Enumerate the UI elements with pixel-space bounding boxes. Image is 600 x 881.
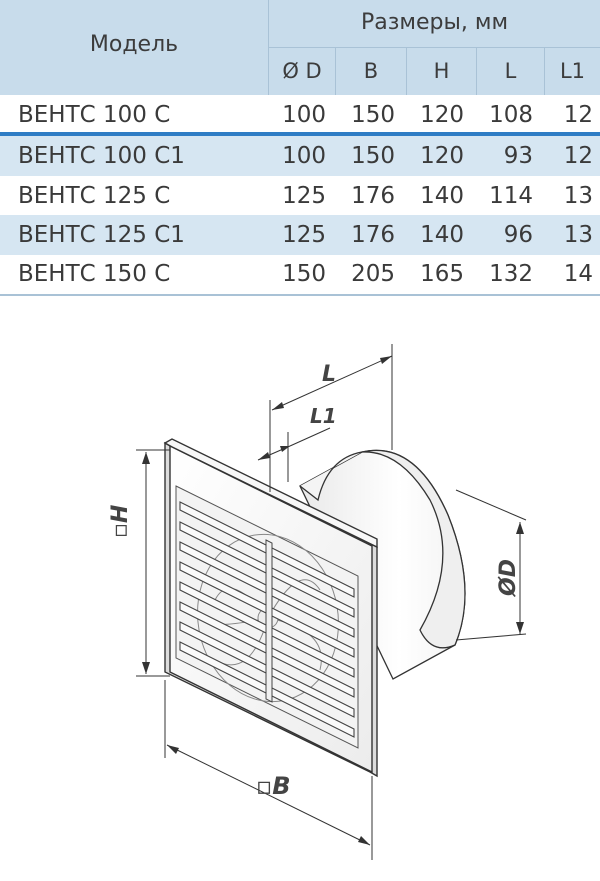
value-cell-h: 140 [420,183,464,209]
value-cell-l: 93 [503,143,533,169]
grille-rib [265,539,273,703]
value-cell-b: 176 [351,183,395,209]
value-cell-l1: 13 [563,183,593,209]
value-cell-b: 176 [351,222,395,248]
dimension-arrows [142,356,524,845]
column-header-d: Ø D [269,48,336,95]
table-row: ВЕНТС 125 С1 125 176 140 96 13 [0,215,600,255]
value-cell-h: 140 [420,222,464,248]
column-header-b: B [336,48,407,95]
column-header-l: L [477,48,545,95]
value-cell-l1: 12 [563,102,593,128]
model-cell: ВЕНТС 125 С1 [18,222,185,248]
spigot-end-ellipse [361,449,466,649]
value-cell-d: 150 [282,261,326,287]
model-column-header: Модель [0,0,269,95]
value-cell-d: 125 [282,183,326,209]
value-cell-b: 150 [351,143,395,169]
value-cell-d: 100 [282,143,326,169]
dimension-label-b: ▫B [256,772,291,800]
model-cell: ВЕНТС 100 С1 [18,143,185,169]
fan-dimension-drawing: L L1 ▫H ØD ▫B [0,300,600,877]
model-cell: ВЕНТС 150 С [18,261,171,287]
value-cell-d: 100 [282,102,326,128]
value-cell-l1: 12 [563,143,593,169]
value-cell-h: 165 [420,261,464,287]
accent-divider [0,132,600,136]
table-row: ВЕНТС 100 С1 100 150 120 93 12 [0,136,600,176]
value-cell-l1: 14 [563,261,593,287]
model-cell: ВЕНТС 100 С [18,102,171,128]
value-cell-l: 96 [503,222,533,248]
dimension-label-l: L [322,362,337,387]
value-cell-b: 150 [351,102,395,128]
value-cell-d: 125 [282,222,326,248]
value-cell-l: 132 [489,261,533,287]
dimensions-group-header: Размеры, мм [269,0,600,48]
value-cell-l1: 13 [563,222,593,248]
table-row: ВЕНТС 125 С 125 176 140 114 13 [0,176,600,216]
value-cell-b: 205 [351,261,395,287]
dimensions-header-label: Размеры, мм [360,10,509,35]
table-row: ВЕНТС 100 С 100 150 120 108 12 [0,95,600,135]
fan-illustration [136,344,527,860]
value-cell-h: 120 [420,102,464,128]
column-header-l1: L1 [545,48,600,95]
model-header-label: Модель [89,32,179,57]
table-row: ВЕНТС 150 С 150 205 165 132 14 [0,254,600,294]
dimension-label-l1: L1 [310,404,337,428]
dimension-label-d: ØD [496,559,521,596]
value-cell-l: 114 [489,183,533,209]
value-cell-h: 120 [420,143,464,169]
column-header-h: H [407,48,477,95]
dimension-lines [136,344,527,860]
table-bottom-border [0,294,600,296]
value-cell-l: 108 [489,102,533,128]
dimension-label-h: ▫H [108,504,133,538]
model-cell: ВЕНТС 125 С [18,183,171,209]
